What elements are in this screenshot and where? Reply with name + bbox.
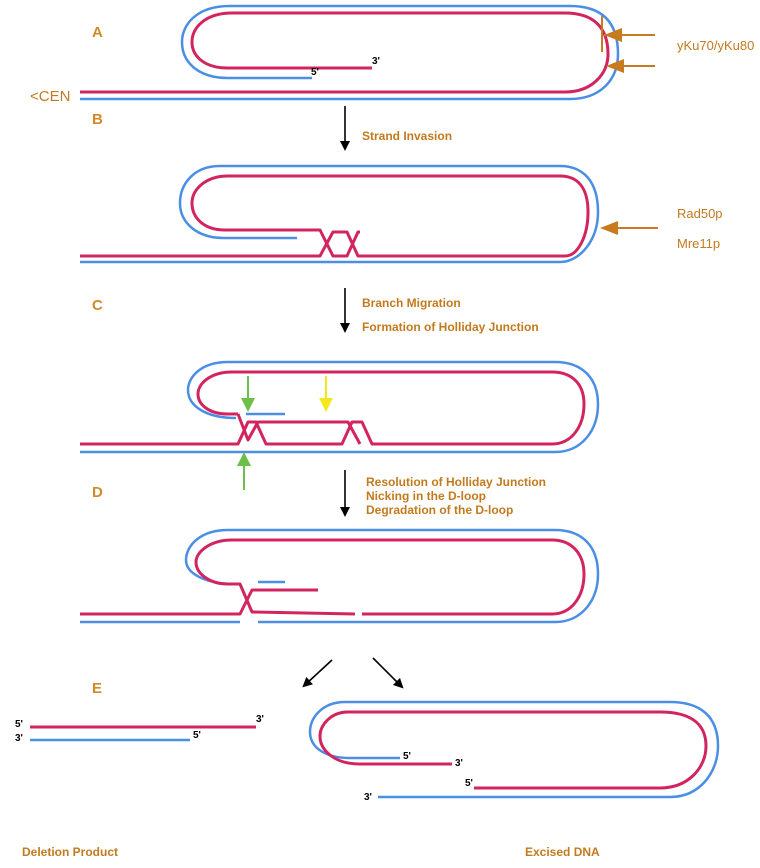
excised-red-outer xyxy=(318,710,708,790)
green-arrow-top-icon xyxy=(241,398,255,412)
panel-c-blue-strand xyxy=(80,360,600,454)
rad50-arrowhead-icon xyxy=(600,221,618,235)
cen-label: <CEN xyxy=(30,88,70,105)
deletion-3prime-top: 3' xyxy=(256,714,264,725)
excised-dna-label: Excised DNA xyxy=(525,845,600,859)
resolution-label: Resolution of Holliday Junction xyxy=(366,475,546,489)
panel-d-blue-loop xyxy=(184,528,600,624)
nicking-label: Nicking in the D-loop xyxy=(366,489,486,503)
panel-d-red-left xyxy=(80,588,318,616)
panel-a-blue-strand xyxy=(80,4,620,101)
panel-d-red-loop xyxy=(194,538,586,616)
ku-arrowhead-upper-icon xyxy=(604,28,622,42)
arrow-to-excised-icon xyxy=(372,657,404,689)
branch-migration-label: Branch Migration xyxy=(362,296,461,310)
panel-a-3prime: 3' xyxy=(372,56,380,67)
panel-letter-e: E xyxy=(92,680,102,697)
panel-a-dna xyxy=(80,4,620,101)
mre11-label: Mre11p xyxy=(677,236,720,251)
degradation-label: Degradation of the D-loop xyxy=(366,503,513,517)
green-arrow-bottom-icon xyxy=(237,452,251,466)
panel-c-red-crossover xyxy=(236,413,362,445)
yellow-arrow-icon xyxy=(319,398,333,412)
excised-blue-strand xyxy=(308,700,720,799)
deletion-product-dna xyxy=(30,725,256,742)
holliday-formation-label: Formation of Holliday Junction xyxy=(362,320,539,334)
panel-b-red-strand xyxy=(80,174,590,258)
panel-letter-b: B xyxy=(92,111,103,128)
excised-dna-circle xyxy=(308,700,720,799)
panel-b-blue-strand xyxy=(80,164,600,264)
deletion-5prime-bottom: 5' xyxy=(193,730,201,741)
panel-c-dna xyxy=(80,360,600,454)
ku-arrowhead-lower-icon xyxy=(606,59,624,73)
rad50-label: Rad50p xyxy=(677,206,723,221)
panel-d-dna xyxy=(80,528,600,624)
excised-5prime-outer: 5' xyxy=(465,778,473,789)
deletion-5prime-top: 5' xyxy=(15,719,23,730)
ku-label: yKu70/yKu80 xyxy=(677,38,754,53)
panel-a-red-strand xyxy=(80,11,610,94)
panel-a-5prime: 5' xyxy=(311,67,319,78)
panel-letter-c: C xyxy=(92,297,103,314)
panel-letter-a: A xyxy=(92,24,103,41)
deletion-3prime-bottom: 3' xyxy=(15,733,23,744)
panel-b-dna xyxy=(80,164,600,264)
panel-letter-d: D xyxy=(92,484,103,501)
strand-invasion-label: Strand Invasion xyxy=(362,129,452,143)
panel-c-red-strand xyxy=(80,370,586,446)
deletion-product-label: Deletion Product xyxy=(22,845,118,859)
excised-5prime-inner: 5' xyxy=(403,751,411,762)
excised-3prime-outer: 3' xyxy=(364,792,372,803)
arrow-to-deletion-icon xyxy=(302,659,333,688)
excised-3prime-inner: 3' xyxy=(455,758,463,769)
